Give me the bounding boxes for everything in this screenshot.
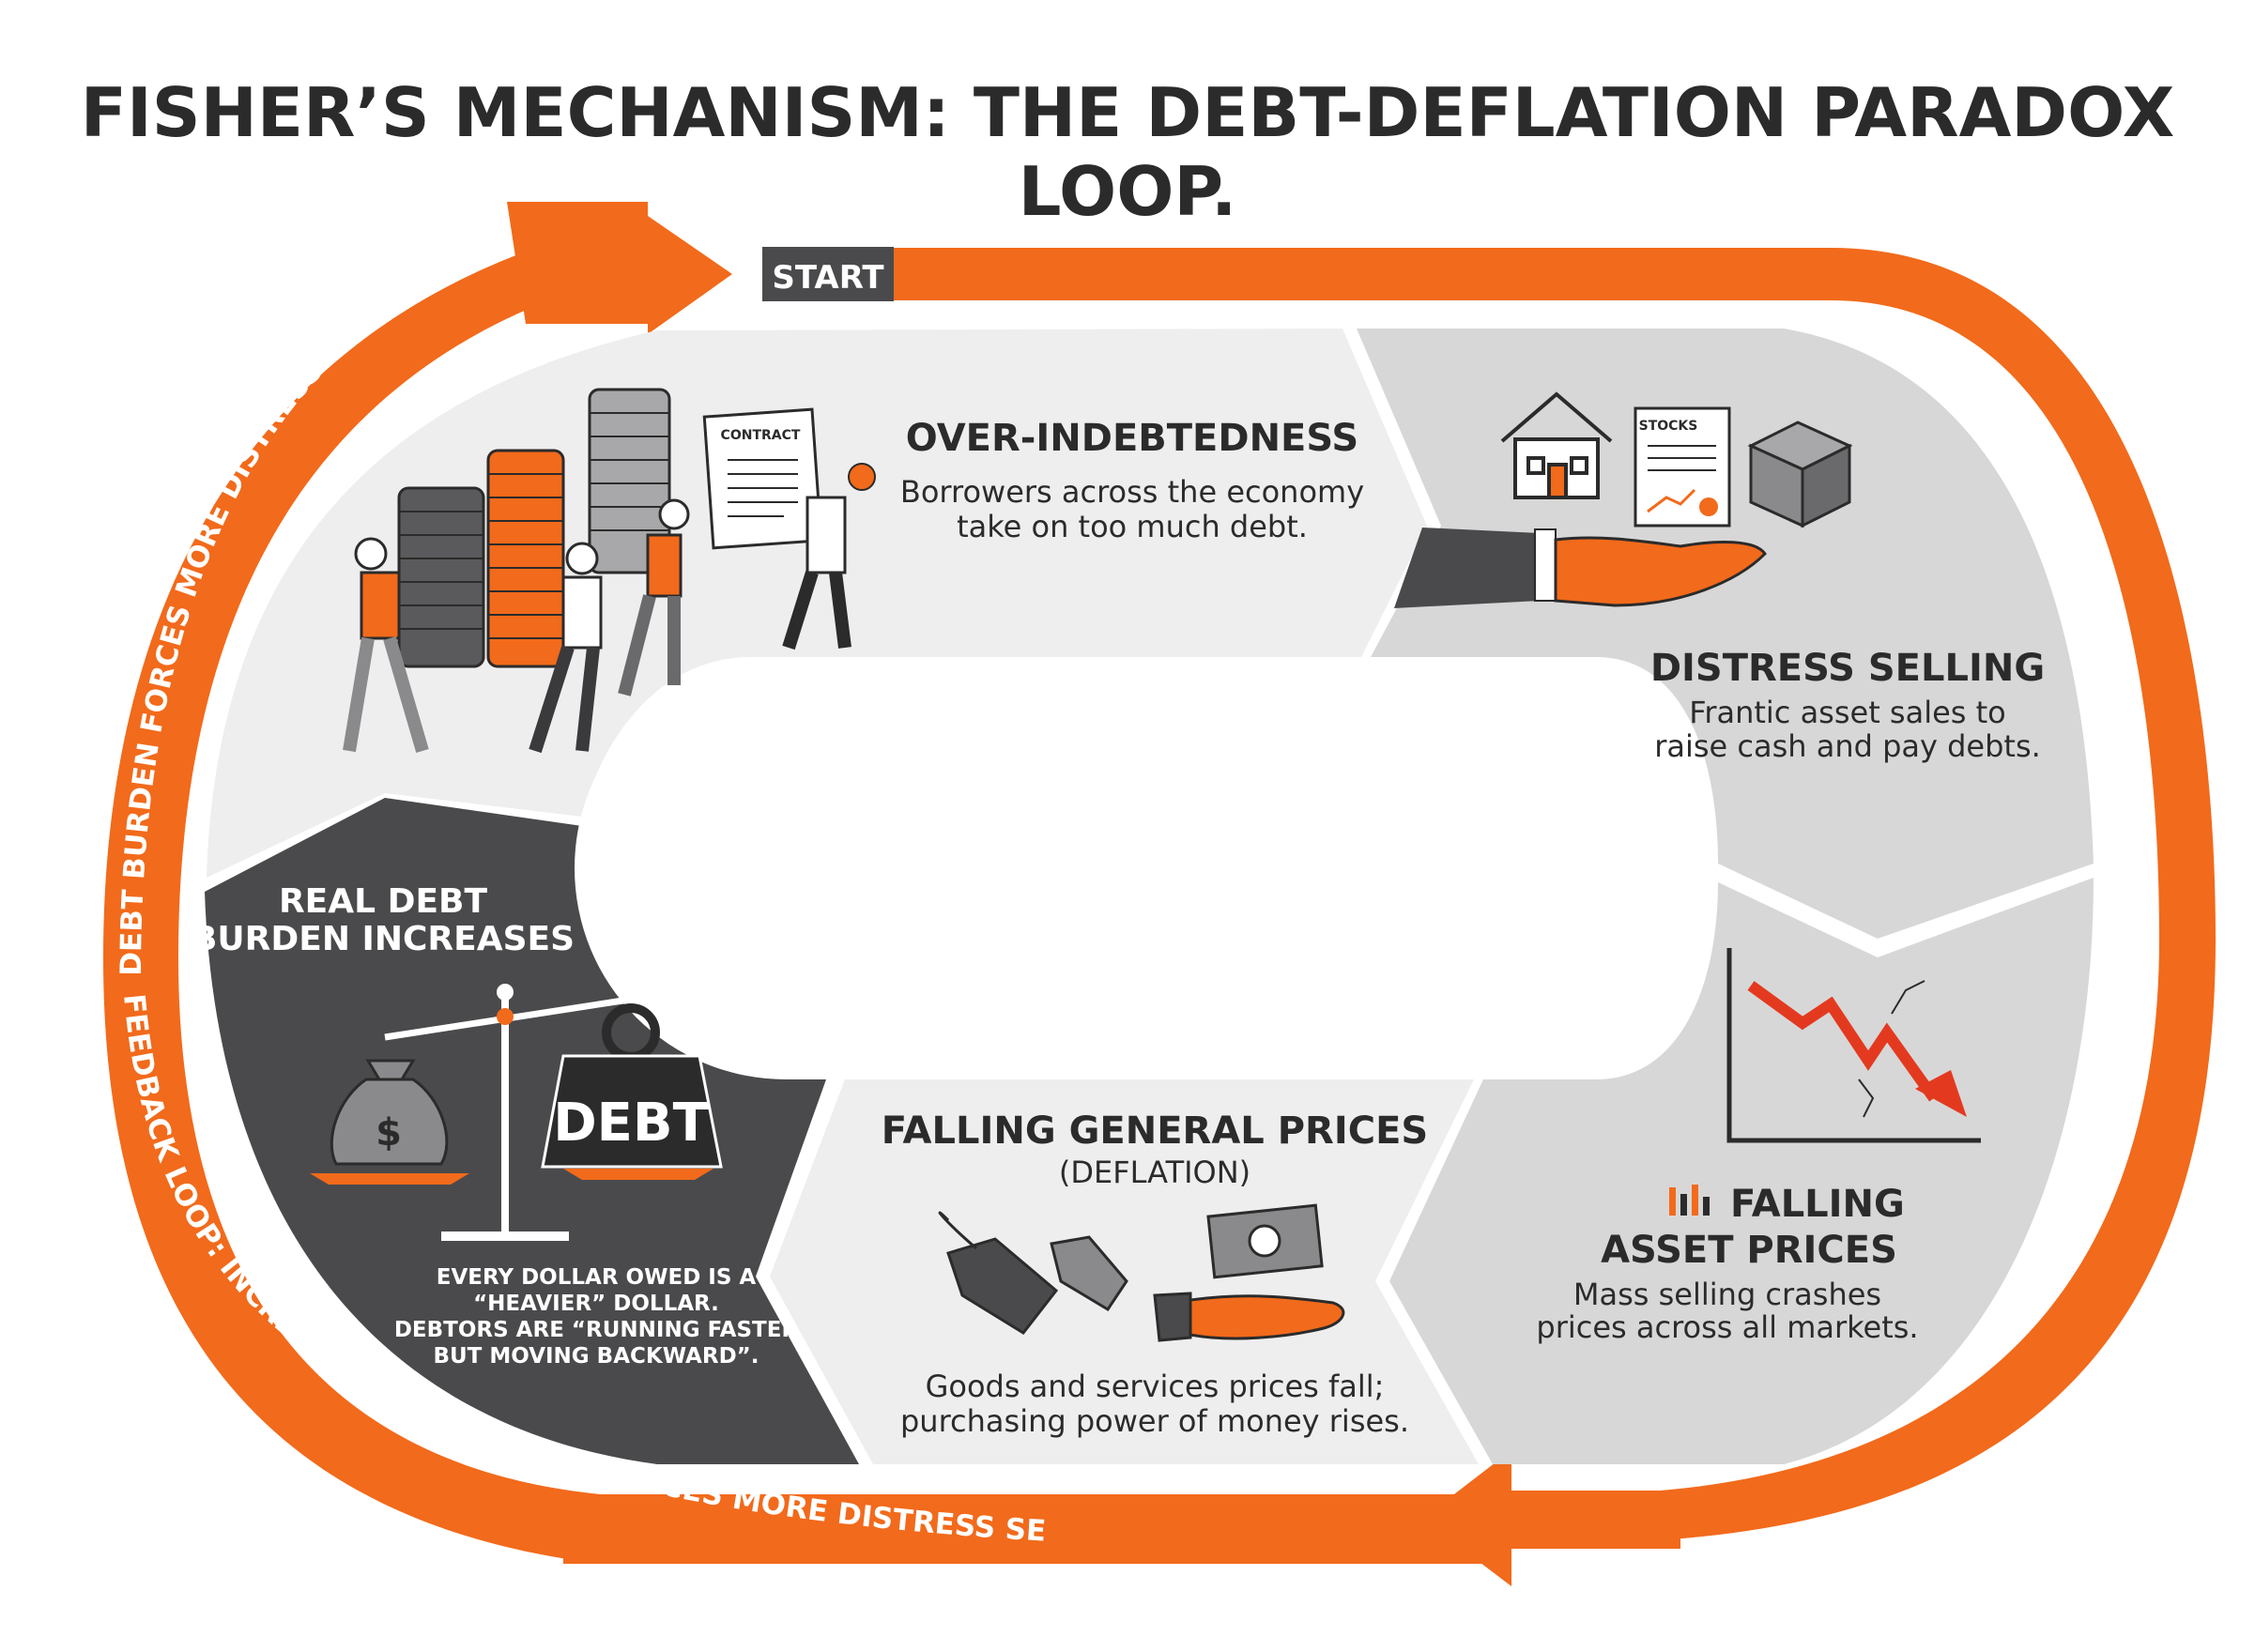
center-hole — [575, 657, 1718, 1079]
falling-asset-prices-line2: prices across all markets. — [1536, 1309, 1918, 1345]
cash-hand-icon — [1153, 1203, 1345, 1342]
real-debt-heading1: REAL DEBT — [279, 882, 488, 921]
real-debt-heading2: BURDEN INCREASES — [192, 920, 575, 958]
real-debt-note3: DEBTORS ARE “RUNNING FASTER — [394, 1318, 799, 1342]
real-debt-note4: BUT MOVING BACKWARD”. — [433, 1344, 759, 1369]
bar-chart-mini-icon — [1669, 1185, 1710, 1216]
stock-certificate-icon: STOCKS — [1634, 406, 1731, 528]
segment-falling-general-prices — [770, 1079, 1479, 1464]
outer-feedback-loop — [103, 202, 2216, 1586]
falling-general-prices-line2: purchasing power of money rises. — [900, 1403, 1409, 1439]
contract-icon: CONTRACT — [702, 407, 876, 650]
contract-label: CONTRACT — [721, 428, 801, 443]
over-indebtedness-line1: Borrowers across the economy — [900, 474, 1364, 510]
real-debt-note2: “HEAVIER” DOLLAR. — [473, 1292, 719, 1316]
page-title: FISHER’S MECHANISM: THE DEBT-DEFLATION P… — [80, 73, 2175, 231]
falling-asset-prices-line1: Mass selling crashes — [1573, 1277, 1881, 1312]
segment-real-debt-burden — [205, 798, 859, 1464]
falling-general-prices-line1: Goods and services prices fall; — [926, 1369, 1385, 1404]
crash-chart-icon — [1726, 948, 1981, 1143]
distress-selling-line1: Frantic asset sales to — [1689, 695, 2006, 730]
stage-distress-selling: DISTRESS SELLING Frantic asset sales to … — [1394, 391, 2045, 764]
falling-asset-prices-heading2: ASSET PRICES — [1601, 1229, 1897, 1272]
debt-weight-icon: DEBT — [541, 1003, 723, 1169]
left-loop-arc — [103, 252, 601, 1564]
falling-general-prices-subheading: (DEFLATION) — [1059, 1155, 1250, 1190]
over-indebtedness-line2: take on too much debt. — [957, 509, 1308, 544]
stage-falling-general-prices: FALLING GENERAL PRICES (DEFLATION) Goods… — [882, 1109, 1428, 1439]
segment-falling-asset-prices — [1389, 878, 2094, 1464]
box-icon — [1747, 421, 1853, 528]
money-bag-icon: $ — [330, 1059, 449, 1166]
open-hand-icon — [1394, 528, 1767, 608]
start-label: START — [762, 247, 894, 301]
coin-stacks-icon — [397, 388, 671, 668]
start-label-text: START — [772, 259, 884, 297]
bottom-loop-bar — [563, 1494, 1497, 1564]
price-tags-icon — [938, 1211, 1128, 1335]
distress-selling-line2: raise cash and pay debts. — [1654, 728, 2041, 764]
stage-over-indebtedness: OVER-INDEBTEDNESS Borrowers across the e… — [343, 388, 1364, 754]
stage-falling-asset-prices: FALLING ASSET PRICES Mass selling crashe… — [1536, 948, 1981, 1345]
top-loop-bar — [882, 248, 1831, 300]
real-debt-note1: EVERY DOLLAR OWED IS A — [437, 1265, 757, 1290]
stage-real-debt-burden: REAL DEBT BURDEN INCREASES $ DEBT EVERY … — [192, 882, 798, 1369]
stocks-label: STOCKS — [1639, 419, 1698, 434]
debt-label: DEBT — [553, 1093, 709, 1154]
balance-scale-icon — [310, 901, 713, 1241]
dollar-symbol: $ — [376, 1111, 402, 1155]
falling-asset-prices-heading1: FALLING — [1730, 1183, 1905, 1226]
falling-general-prices-heading: FALLING GENERAL PRICES — [882, 1109, 1428, 1153]
over-indebtedness-heading: OVER-INDEBTEDNESS — [906, 417, 1358, 460]
house-icon — [1500, 391, 1613, 499]
distress-selling-heading: DISTRESS SELLING — [1650, 647, 2045, 690]
people-carrying-icon — [343, 498, 690, 754]
